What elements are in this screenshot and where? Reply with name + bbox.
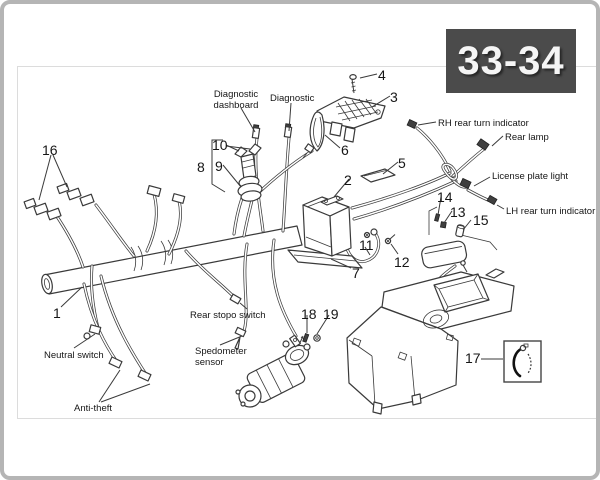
label-speedometer-sensor: Spedometer sensor bbox=[195, 346, 247, 369]
regulator-unit bbox=[421, 206, 498, 273]
clamp-detail-box bbox=[503, 340, 542, 383]
mounting-bracket bbox=[316, 96, 386, 143]
main-harness bbox=[41, 225, 303, 295]
label-rh-rear-turn-indicator: RH rear turn indicator bbox=[438, 118, 529, 129]
callout-12: 12 bbox=[394, 254, 410, 270]
label-line: Diagnostic bbox=[213, 89, 259, 100]
leader-lines bbox=[38, 73, 505, 403]
battery bbox=[302, 195, 352, 257]
connector-group-16b bbox=[23, 197, 62, 221]
screw-12 bbox=[384, 234, 396, 245]
connector-group-16a bbox=[56, 182, 95, 207]
callout-2: 2 bbox=[344, 172, 352, 188]
speedometer-connector bbox=[234, 326, 247, 350]
label-lh-rear-turn-indicator: LH rear turn indicator bbox=[506, 206, 596, 217]
callout-1: 1 bbox=[53, 305, 61, 321]
label-rear-lamp: Rear lamp bbox=[505, 132, 549, 143]
callout-19: 19 bbox=[323, 306, 339, 322]
callout-6: 6 bbox=[341, 142, 349, 158]
screw-4 bbox=[349, 73, 357, 94]
callout-15: 15 bbox=[473, 212, 489, 228]
callout-8: 8 bbox=[197, 159, 205, 175]
harness-connector bbox=[146, 184, 186, 204]
callout-18: 18 bbox=[301, 306, 317, 322]
callout-4: 4 bbox=[378, 67, 386, 83]
fastener-13 bbox=[439, 221, 447, 229]
callout-13: 13 bbox=[450, 204, 466, 220]
starter-terminal-18-19 bbox=[289, 333, 321, 348]
lh-turn-connector bbox=[486, 194, 498, 206]
label-line: Spedometer bbox=[195, 346, 247, 357]
starter-motor bbox=[235, 335, 311, 408]
label-neutral-switch: Neutral switch bbox=[44, 350, 104, 361]
diagnostic-dashboard-connector bbox=[251, 124, 261, 139]
anti-theft-connectors bbox=[108, 356, 152, 382]
label-diagnostic-dashboard: Diagnostic dashboard bbox=[207, 89, 265, 112]
wiring-harness-diagram bbox=[23, 73, 542, 415]
callout-11: 11 bbox=[359, 237, 374, 253]
fastener-14 bbox=[434, 213, 441, 222]
diagram-frame bbox=[17, 66, 596, 419]
diagnostic-connector bbox=[283, 123, 293, 138]
ignition-switch bbox=[234, 143, 263, 202]
battery-cable-lug bbox=[363, 228, 378, 239]
callout-3: 3 bbox=[390, 89, 398, 105]
rear-lamp-connector bbox=[476, 138, 490, 151]
rh-turn-connector bbox=[406, 119, 418, 129]
callout-7: 7 bbox=[352, 265, 360, 281]
label-anti-theft: Anti-theft bbox=[74, 403, 113, 414]
console-box bbox=[346, 268, 515, 415]
label-diagnostic: Diagnostic bbox=[270, 93, 315, 104]
label-license-plate-light: License plate light bbox=[492, 171, 569, 182]
callout-5: 5 bbox=[398, 155, 406, 171]
callout-17: 17 bbox=[465, 350, 481, 366]
callout-10: 10 bbox=[212, 137, 228, 153]
callout-16: 16 bbox=[42, 142, 58, 158]
neutral-switch-connector bbox=[83, 324, 102, 340]
label-rear-stop-switch: Rear stopo switch bbox=[190, 310, 266, 321]
rear-stop-connector bbox=[229, 293, 242, 305]
label-line: dashboard bbox=[213, 100, 259, 112]
license-plate-connector bbox=[459, 177, 472, 190]
sticker-plate bbox=[360, 168, 396, 183]
spacer-15 bbox=[455, 224, 465, 238]
callout-9: 9 bbox=[215, 158, 223, 174]
callout-14: 14 bbox=[437, 189, 453, 205]
page-number-badge: 33-34 bbox=[446, 29, 576, 93]
battery-strap bbox=[302, 111, 325, 159]
label-line: sensor bbox=[195, 357, 224, 369]
